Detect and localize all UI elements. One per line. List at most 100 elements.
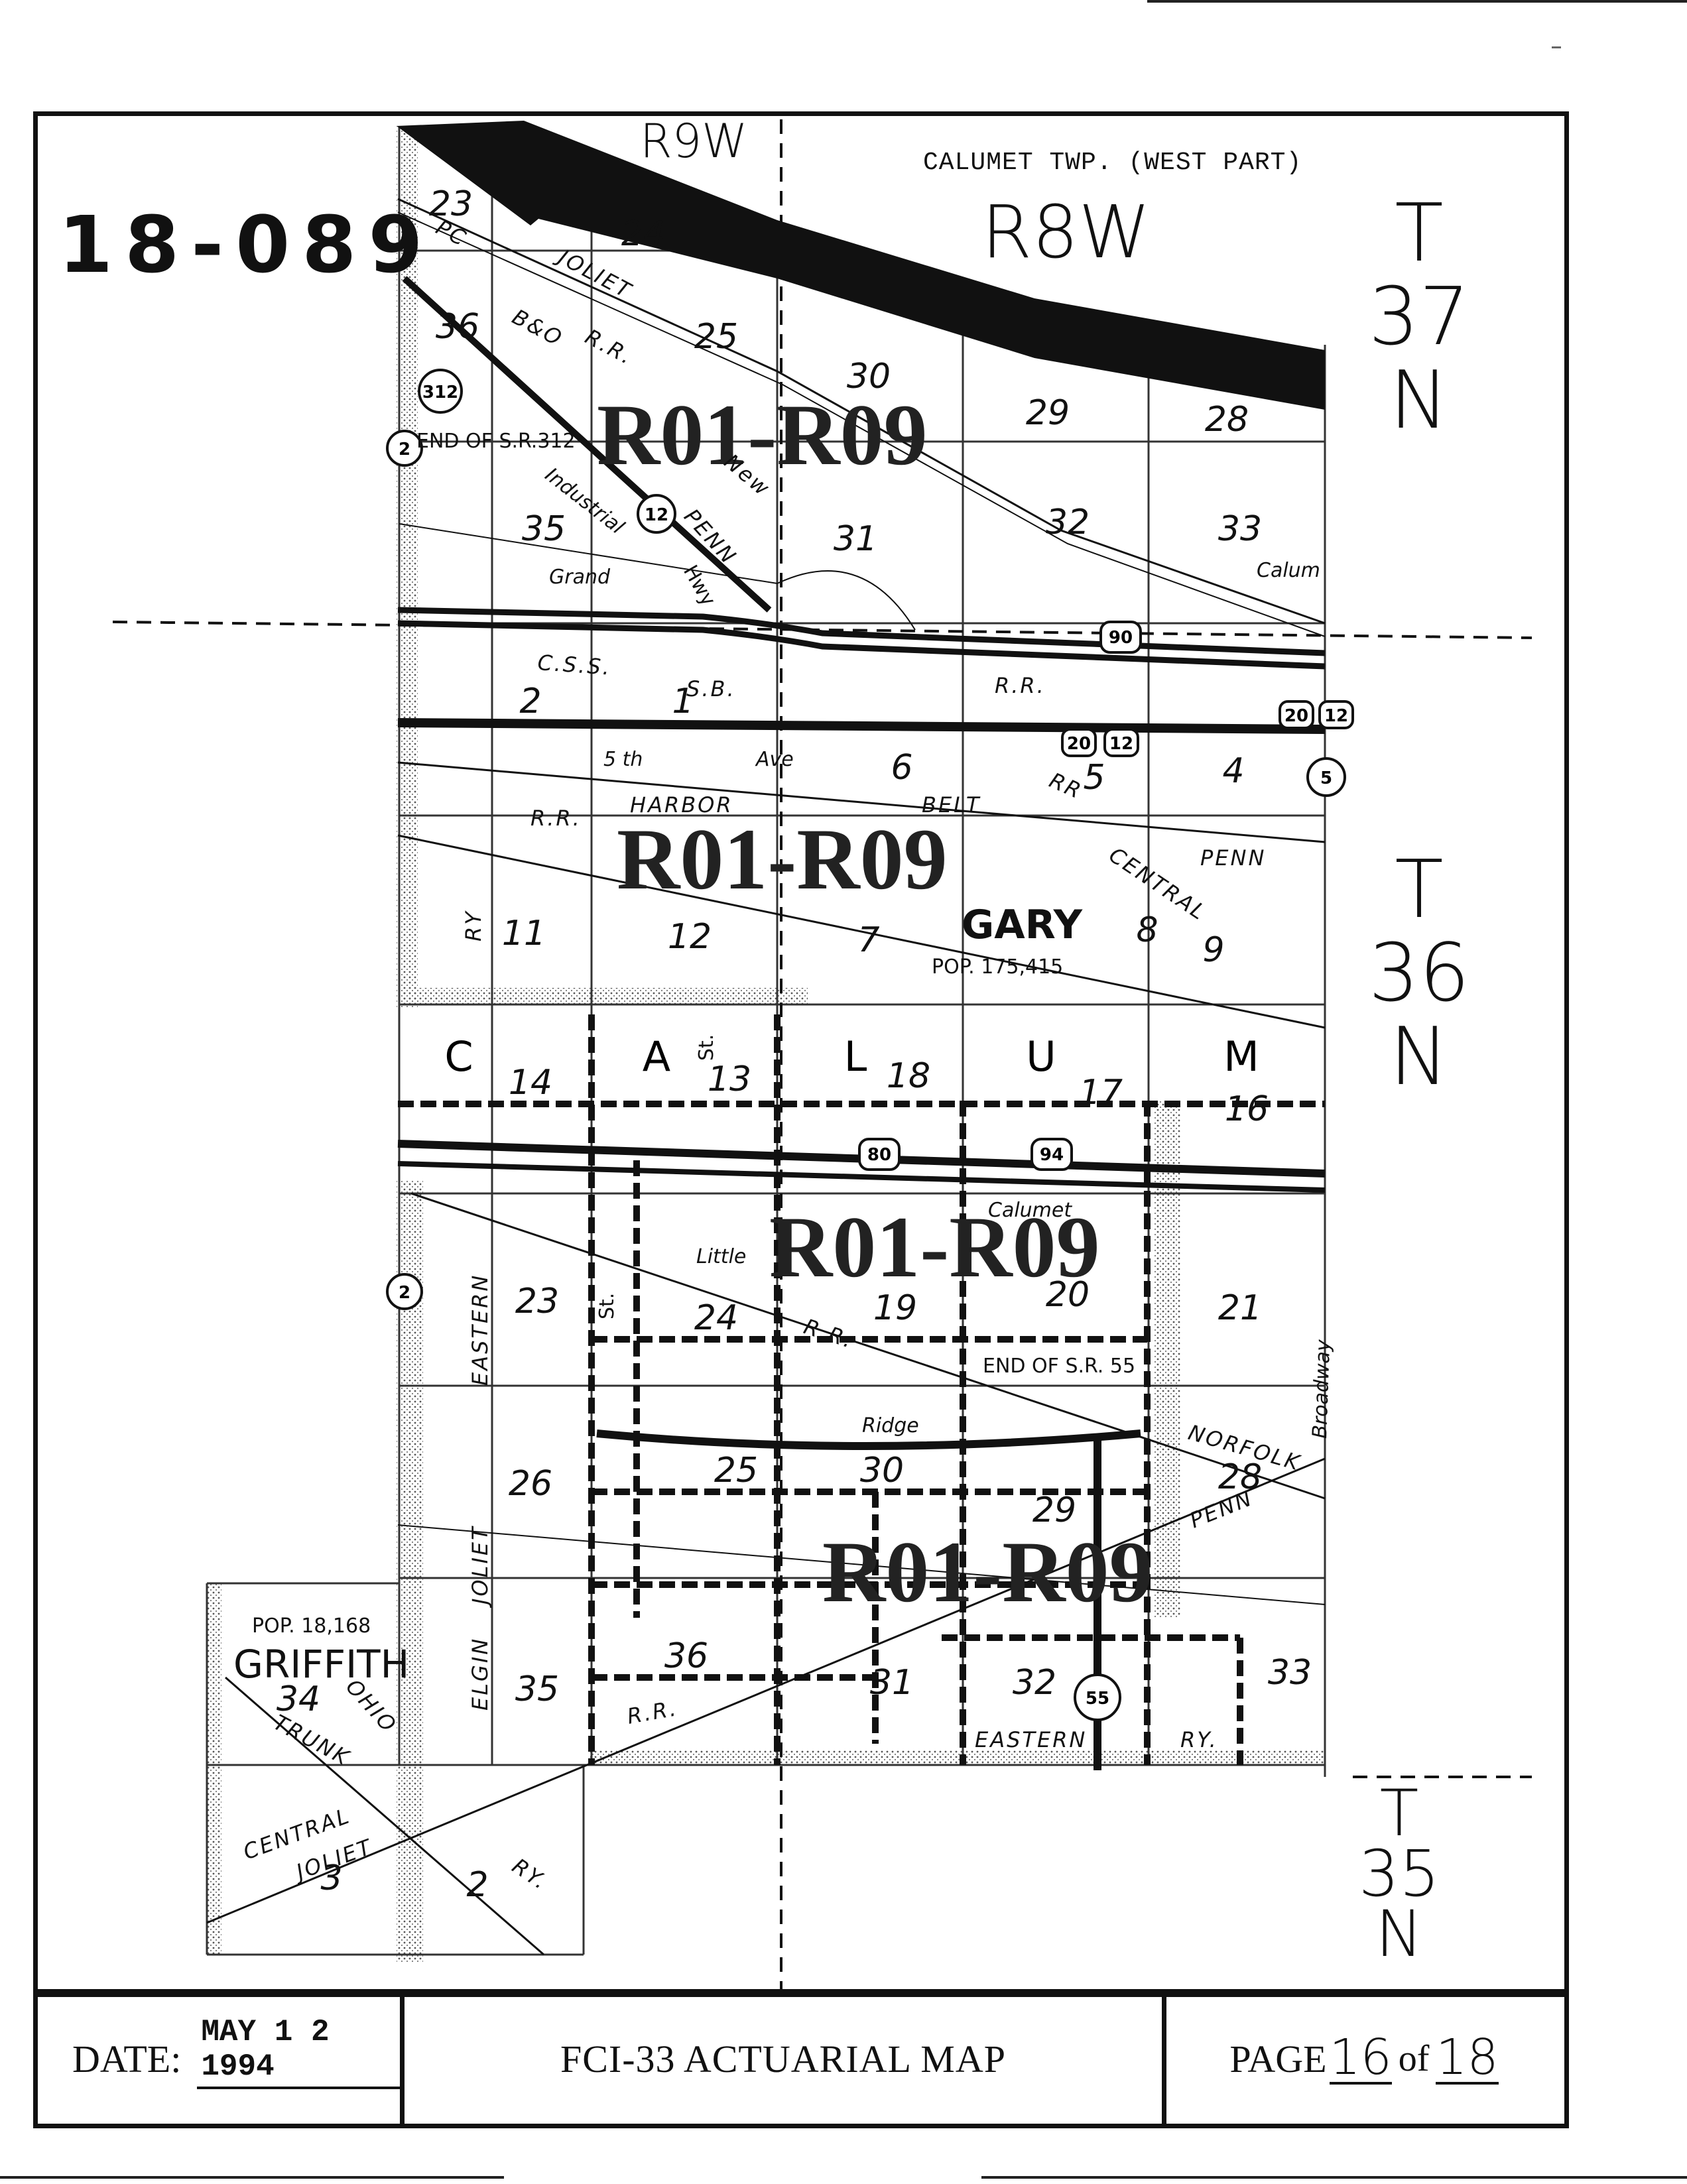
section-number: 8: [1136, 910, 1158, 950]
stipple-band-griffith: [207, 1583, 221, 1955]
page-label: PAGE: [1229, 2037, 1327, 2081]
rail-label-harbor: HARBOR: [630, 792, 733, 818]
shield-label: 2: [399, 1283, 410, 1303]
section-number: 24: [621, 214, 665, 254]
shield-label: 12: [645, 505, 668, 525]
page-cell: PAGE 16 of 18: [1166, 1994, 1564, 2124]
section-number: 12: [668, 917, 712, 957]
section-number: 23: [429, 184, 473, 224]
section-number: 31: [870, 1663, 914, 1703]
shield-label: 20: [1067, 734, 1091, 754]
date-cell: DATE: MAY 1 2 1994: [38, 1994, 405, 2124]
route-shields: [386, 369, 1354, 1721]
shield-label: 90: [1109, 628, 1133, 648]
stipple-band-lower-west: [397, 1180, 423, 1963]
section-number: 28: [1205, 400, 1249, 440]
hwy-label: Hwy: [678, 562, 720, 611]
section-number: 21: [1218, 1288, 1262, 1328]
section-grid: [206, 126, 1326, 1956]
rail-label-penn-2: PENN: [1200, 845, 1266, 871]
calumet-letter: A: [643, 1032, 670, 1081]
section-number: 31: [834, 519, 877, 559]
zone-label: R01-R09: [769, 1198, 1100, 1296]
route-shield-labels: 312 12 90 20 12 20 12 5 80 94 55 2 2: [399, 383, 1348, 1709]
shield-label: 12: [1324, 706, 1348, 726]
calumet-letter: M: [1223, 1032, 1259, 1081]
section-number: 36: [664, 1636, 708, 1676]
section-number: 13: [708, 1060, 751, 1099]
shield-label: 2: [399, 440, 410, 459]
fifth-ave-label-1: 5 th: [603, 748, 643, 771]
map-title: FCI-33 ACTUARIAL MAP: [560, 2037, 1007, 2081]
shield-label: 5: [1320, 768, 1332, 788]
rail-label-rr-2: R.R.: [995, 673, 1046, 698]
shield-label: 312: [422, 383, 458, 402]
scan-edge-line-bottom-left: [0, 2176, 504, 2179]
section-number: 5: [1083, 758, 1105, 798]
section-numbers: 23 24 25 30 29 28 36 35 31 32 33 2 1 6 5…: [277, 184, 1312, 1905]
township-label-t37n: T 37 N: [1368, 188, 1470, 447]
section-number: 33: [1268, 1653, 1312, 1693]
page-of-label: of: [1398, 2038, 1430, 2079]
zone-label: R01-R09: [597, 386, 928, 483]
lake-boundary-band: [397, 121, 1325, 410]
township-note: CALUMET TWP. (WEST PART): [923, 149, 1302, 177]
calumet-river-label: Calum: [1257, 559, 1320, 582]
calumet-letter: U: [1026, 1032, 1056, 1081]
range-label-r8w: R8W: [981, 190, 1151, 274]
section-number: 26: [509, 1464, 552, 1504]
stipple-band-mid: [397, 988, 808, 1004]
ridge-road-label: Ridge: [862, 1414, 919, 1437]
little-calumet-label: Little: [696, 1245, 746, 1268]
section-number: 35: [522, 509, 566, 549]
stipple-band-east: [1154, 1101, 1180, 1618]
rail-label-css: C.S.S.: [536, 650, 612, 680]
section-number: 29: [1032, 1490, 1076, 1530]
section-number: 14: [509, 1063, 552, 1103]
page-number: 16: [1329, 2029, 1392, 2086]
calumet-letter: C: [444, 1032, 473, 1081]
section-number: 29: [1026, 393, 1070, 433]
section-number: 11: [502, 914, 546, 953]
map-title-cell: FCI-33 ACTUARIAL MAP: [405, 1994, 1166, 2124]
section-number: 33: [1218, 509, 1262, 549]
section-number: 9: [1202, 930, 1224, 970]
rail-label-joliet-2: JOLIET: [468, 1525, 493, 1608]
rail-label-ry-2: RY.: [1180, 1727, 1218, 1752]
city-name-griffith: GRIFFITH: [233, 1642, 409, 1687]
shield-label: 55: [1086, 1689, 1109, 1709]
map-id: 18-089: [58, 199, 435, 290]
rail-label-sb: S.B.: [686, 676, 736, 701]
section-number: 34: [277, 1679, 320, 1719]
rail-label-rr: R.R.: [581, 324, 638, 371]
city-population-griffith: POP. 18,168: [252, 1614, 371, 1638]
zone-label: R01-R09: [822, 1523, 1153, 1620]
county-roads: [398, 1014, 1325, 1765]
end-sr55-label: END OF S.R. 55: [983, 1355, 1135, 1378]
section-number: 35: [515, 1669, 559, 1709]
shield-label: 20: [1284, 706, 1308, 726]
scan-edge-line-top: [1147, 0, 1687, 3]
shield-label: 94: [1040, 1145, 1064, 1165]
city-name-gary: GARY: [962, 902, 1084, 948]
footer-bar: DATE: MAY 1 2 1994 FCI-33 ACTUARIAL MAP …: [33, 1989, 1569, 2128]
rail-label-bo: B&O: [508, 304, 567, 352]
calumet-lettering: C A L U M: [444, 1032, 1259, 1081]
rail-label-elgin: ELGIN: [468, 1637, 493, 1711]
street-label-2: St.: [695, 1034, 718, 1061]
scan-edge-line-bottom-right: [981, 2176, 1687, 2179]
section-number: 16: [1225, 1089, 1269, 1129]
range-label-r9w: R9W: [640, 114, 748, 168]
section-number: 23: [515, 1282, 559, 1321]
section-number: 19: [873, 1288, 917, 1328]
map-frame: [33, 111, 1569, 1997]
section-number: 25: [714, 1451, 758, 1490]
rail-label-eastern: EASTERN: [468, 1274, 493, 1386]
section-number: 32: [1046, 503, 1090, 542]
zone-label: R01-R09: [617, 810, 948, 908]
section-number: 2: [519, 682, 541, 721]
township-label-t36n: T 36 N: [1368, 844, 1470, 1103]
city-population-gary: POP. 175,415: [932, 955, 1063, 979]
section-number: 30: [860, 1451, 904, 1490]
rail-label-ry-3: RY.: [508, 1853, 553, 1895]
